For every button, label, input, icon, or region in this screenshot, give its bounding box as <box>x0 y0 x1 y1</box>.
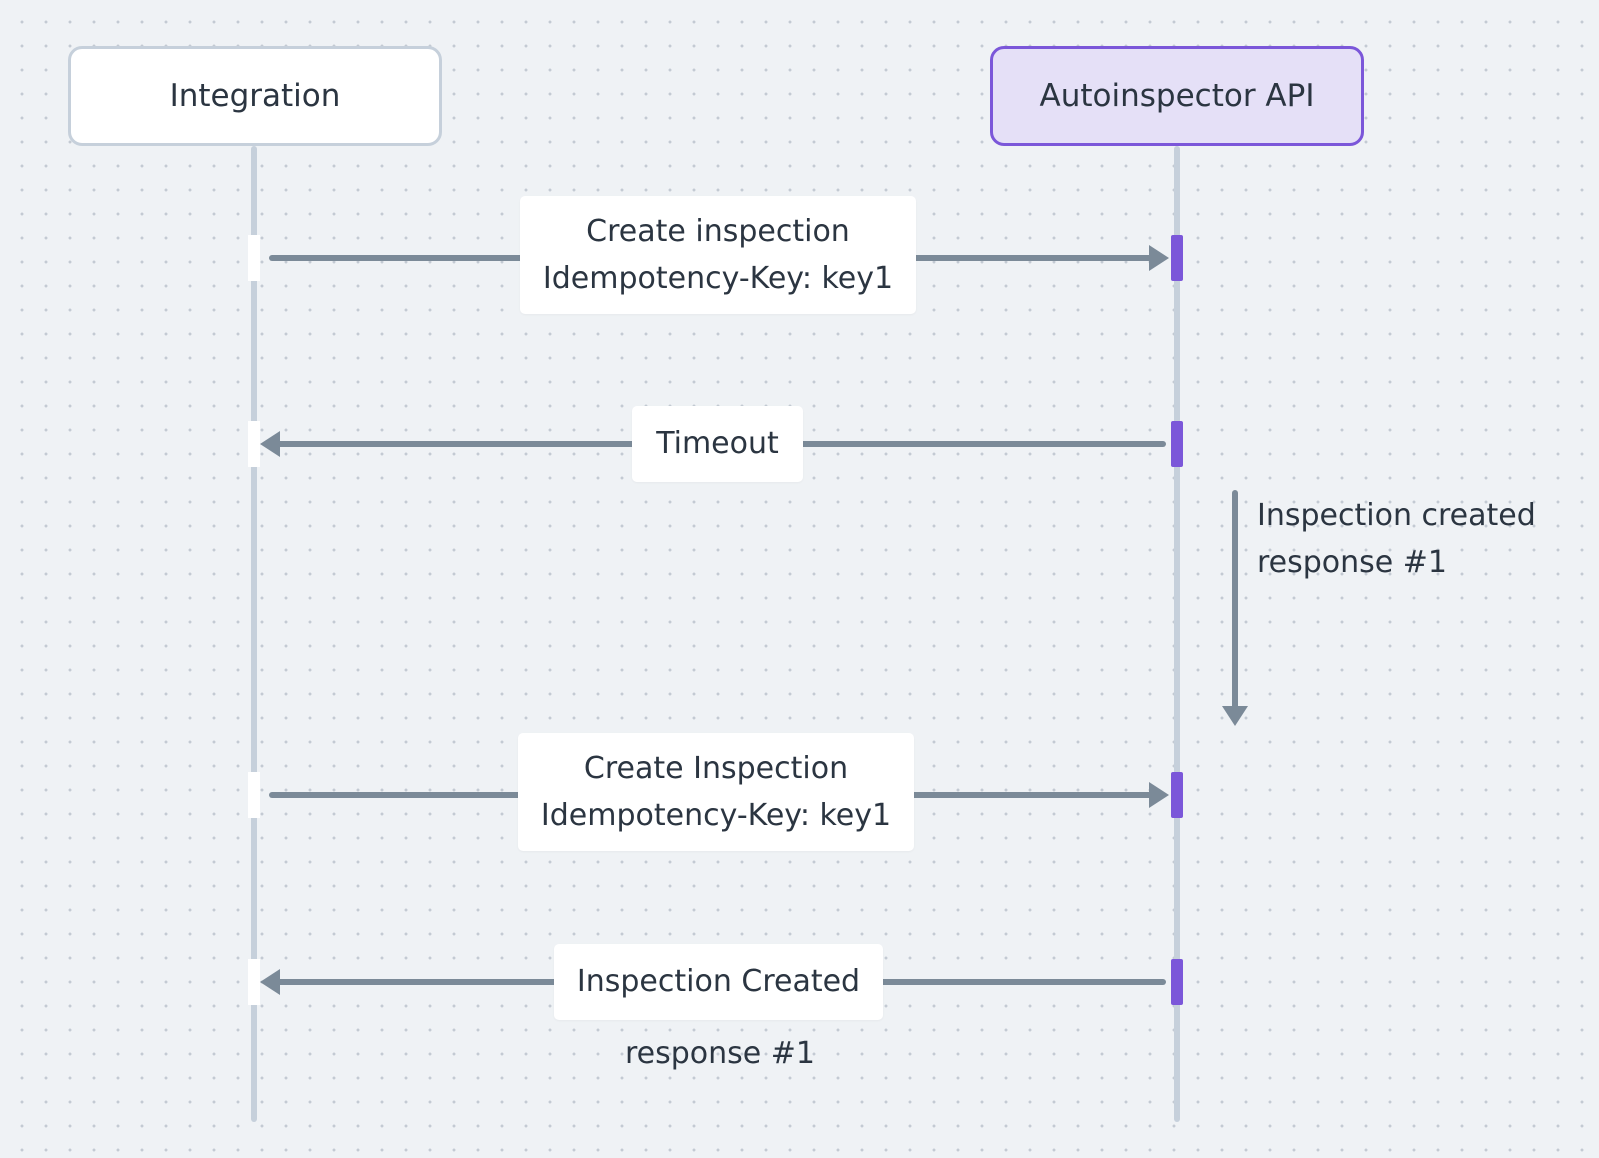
lifeline-integration <box>251 146 257 1122</box>
arrow-head-right <box>1149 782 1169 808</box>
message-line: Create inspection <box>586 214 850 249</box>
message-line: Inspection Created <box>576 964 861 999</box>
arrow-head-left <box>260 969 280 995</box>
side-note: Inspection created response #1 <box>1257 492 1536 586</box>
message-line: Idempotency-Key: key1 <box>542 261 894 296</box>
arrow-head-left <box>260 431 280 457</box>
arrow-head-down <box>1222 706 1248 726</box>
side-note-line: Inspection created <box>1257 498 1536 533</box>
participant-autoinspector-api-label: Autoinspector API <box>1039 78 1315 114</box>
message-label: Inspection Created <box>554 944 883 1020</box>
message-line: Timeout <box>656 426 779 461</box>
activation-bar <box>1171 421 1183 467</box>
elapsed-time-arrow <box>1232 490 1238 712</box>
send-anchor <box>248 235 260 281</box>
activation-bar <box>1171 772 1183 818</box>
activation-bar <box>1171 959 1183 1005</box>
message-line: Idempotency-Key: key1 <box>540 798 892 833</box>
bottom-note: response #1 <box>624 1036 816 1071</box>
receive-anchor <box>248 959 260 1005</box>
participant-integration: Integration <box>68 46 442 146</box>
receive-anchor <box>248 421 260 467</box>
lifeline-autoinspector-api <box>1174 146 1180 1122</box>
message-label: Create inspection Idempotency-Key: key1 <box>520 196 916 314</box>
participant-integration-label: Integration <box>169 78 341 114</box>
message-line: Create Inspection <box>583 751 849 786</box>
arrow-head-right <box>1149 245 1169 271</box>
message-label: Timeout <box>632 406 803 482</box>
participant-autoinspector-api: Autoinspector API <box>990 46 1364 146</box>
message-label: Create Inspection Idempotency-Key: key1 <box>518 733 914 851</box>
send-anchor <box>248 772 260 818</box>
side-note-line: response #1 <box>1257 545 1448 580</box>
activation-bar <box>1171 235 1183 281</box>
